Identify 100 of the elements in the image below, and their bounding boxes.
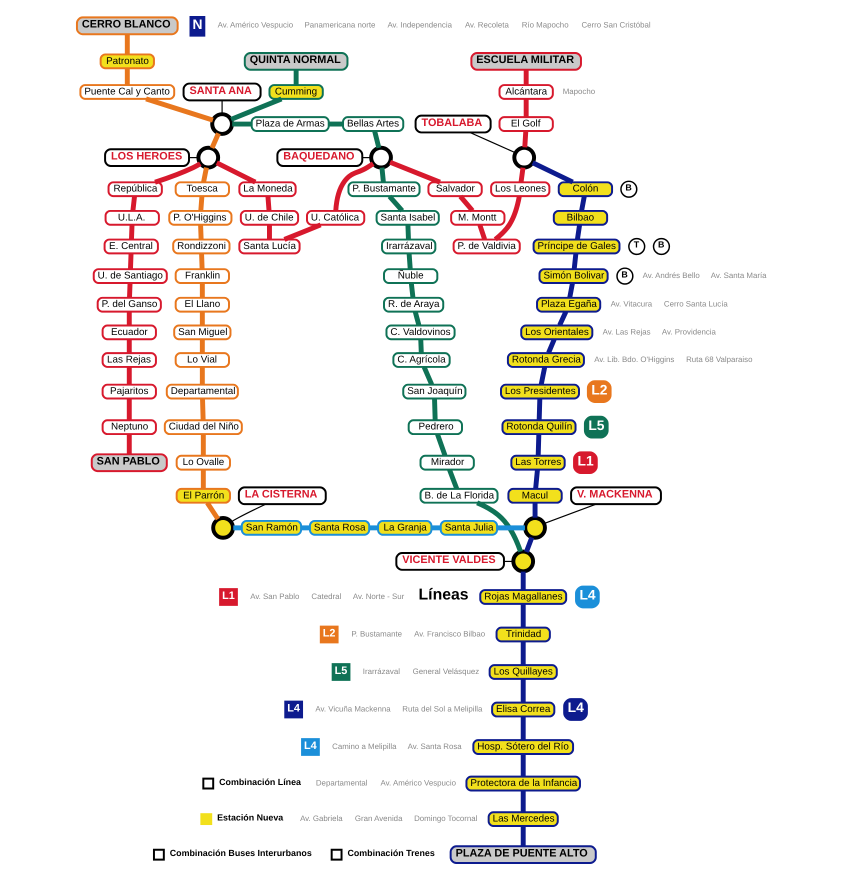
node-box: Alcántara xyxy=(498,84,554,100)
node-circle: B xyxy=(620,180,638,198)
node-box: QUINTA NORMAL xyxy=(244,52,348,71)
connector xyxy=(200,339,205,353)
connector xyxy=(538,366,548,386)
connector xyxy=(389,160,441,184)
node-box: Bellas Artes xyxy=(342,116,404,132)
node-box: Ecuador xyxy=(102,324,157,340)
label: Av. Lib. Bdo. O'Higgins xyxy=(594,354,674,364)
label: P. Bustamante xyxy=(351,629,402,638)
node-box: ESCUELA MILITAR xyxy=(470,52,582,71)
node-box: C. Agrícola xyxy=(392,352,451,368)
node-box: PLAZA DE PUENTE ALTO xyxy=(450,845,597,864)
connector xyxy=(380,167,386,182)
connector xyxy=(447,468,460,490)
node-box: LOS HEROES xyxy=(104,148,190,167)
legend-label: Combinación Línea xyxy=(219,776,301,787)
label: Río Mapocho xyxy=(522,20,569,30)
node-box: P. del Ganso xyxy=(96,296,162,313)
node-box: Santa Lucía xyxy=(238,238,301,254)
connector xyxy=(222,100,223,114)
node-box: Ñuble xyxy=(383,268,438,284)
node-box: Rotonda Grecia xyxy=(506,352,585,368)
label: N xyxy=(192,16,202,32)
connector xyxy=(199,254,205,270)
node-circle: B xyxy=(652,238,670,256)
label: Av. Vitacura xyxy=(610,300,652,309)
node-box: LA CISTERNA xyxy=(238,486,327,506)
connector xyxy=(520,716,526,740)
connector xyxy=(422,366,434,386)
connector xyxy=(200,312,205,326)
node-box: Las Torres xyxy=(510,454,566,471)
connector xyxy=(520,572,526,590)
node-box: SANTA ANA xyxy=(182,82,262,102)
node-box: Franklin xyxy=(174,268,230,284)
node-box: San Miguel xyxy=(173,324,232,340)
node-circle: T xyxy=(628,238,646,256)
node-box: V. MACKENNA xyxy=(570,486,662,506)
label: Av. Santa Rosa xyxy=(408,742,462,751)
node-box: Hosp. Sótero del Río xyxy=(472,739,574,755)
node-box: Departamental xyxy=(166,384,239,400)
label: Panamericana norte xyxy=(304,20,376,30)
legend-label: Combinación Trenes xyxy=(347,848,435,858)
label: Av. Andrés Bello xyxy=(642,270,700,280)
legend-label: L2 xyxy=(322,627,336,640)
connector xyxy=(126,312,132,326)
connector xyxy=(328,122,343,127)
node-circle xyxy=(511,550,536,574)
label: Departamental xyxy=(316,778,368,788)
node-box: E. Central xyxy=(104,238,159,254)
connector xyxy=(522,130,528,148)
connector xyxy=(432,398,438,420)
label: Camino a Melipilla xyxy=(332,742,397,751)
legend-label: L4 xyxy=(304,740,317,752)
connector xyxy=(333,162,374,211)
node-circle xyxy=(512,146,536,170)
label: Catedral xyxy=(311,592,342,601)
connector xyxy=(536,398,542,420)
label: Av. Norte - Sur xyxy=(352,592,404,601)
node-box: Las Mercedes xyxy=(488,811,559,828)
node-box: VICENTE VALDES xyxy=(395,552,505,571)
label: Mapocho xyxy=(562,86,596,96)
connector xyxy=(124,34,130,54)
label: Av. Francisco Bilbao xyxy=(414,629,486,638)
node-box: BAQUEDANO xyxy=(276,148,364,167)
node-box: U.L.A. xyxy=(104,210,160,226)
node-box: La Moneda xyxy=(238,181,297,198)
connector xyxy=(294,70,299,85)
node-box: Trinidad xyxy=(496,626,551,642)
node-box: Santa Rosa xyxy=(308,520,370,536)
connector xyxy=(520,790,526,812)
node-box: L4 xyxy=(563,698,588,721)
connector xyxy=(216,160,256,184)
label: Av. Gabriela xyxy=(300,814,343,823)
node-box: Pedrero xyxy=(408,419,463,436)
node-box: L2 xyxy=(586,380,612,403)
node-box: TOBALABA xyxy=(414,114,492,134)
node-box: Mirador xyxy=(420,454,475,471)
node-box: U. Católica xyxy=(306,210,366,226)
connector xyxy=(200,470,206,489)
connector xyxy=(205,502,220,520)
node-box: Los Leones xyxy=(490,181,550,198)
connector xyxy=(198,196,204,211)
node-circle xyxy=(211,516,235,540)
node-box: Lo Ovalle xyxy=(176,454,231,471)
connector xyxy=(544,504,596,524)
connector xyxy=(520,679,526,702)
node-box: Ciudad del Niño xyxy=(164,419,243,436)
legend-label: L1 xyxy=(222,590,235,602)
connector xyxy=(126,367,132,385)
label: Domingo Tocornal xyxy=(414,814,478,823)
connector xyxy=(579,196,587,212)
label: Av. Américo Vespucio xyxy=(380,778,456,788)
connector xyxy=(432,525,441,530)
label: Av. Vicuña Mackenna xyxy=(315,704,391,714)
connector xyxy=(533,469,540,490)
label: Av. Américo Vespucio xyxy=(218,20,294,30)
label: Líneas xyxy=(418,586,469,604)
label: General Velásquez xyxy=(412,666,480,676)
node-box: Patronato xyxy=(100,53,155,70)
